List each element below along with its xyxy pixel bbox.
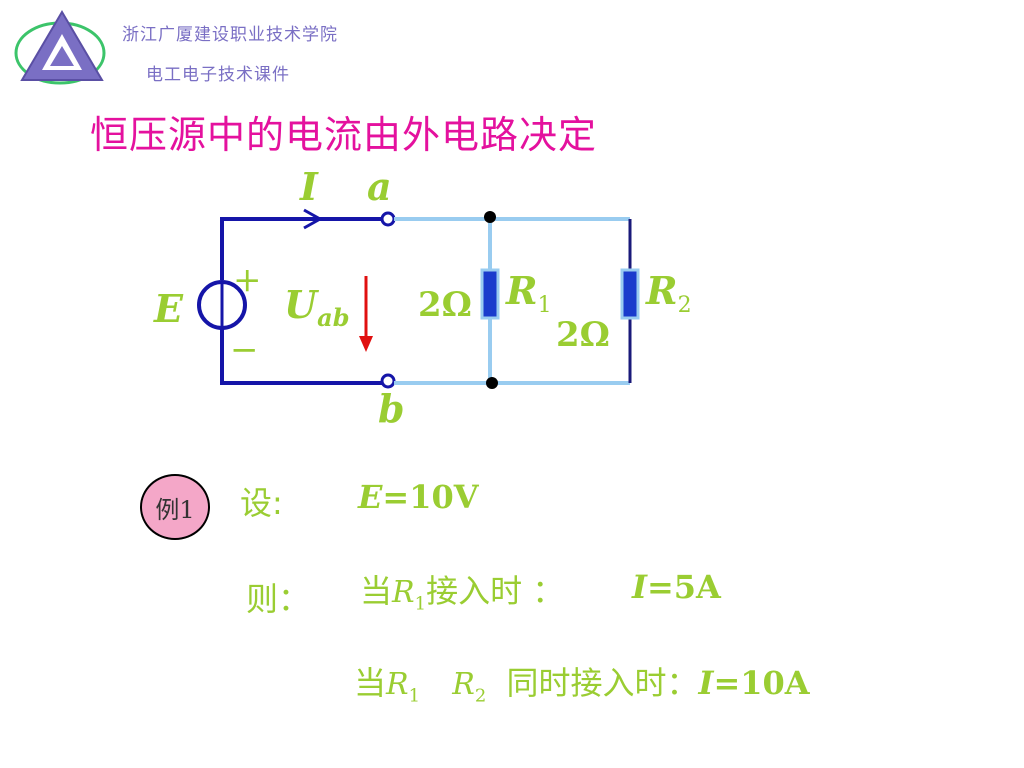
resistor-r2: [620, 268, 640, 320]
voltage-label: Uab: [284, 282, 349, 332]
current-arrow-icon: [303, 208, 324, 230]
r1-label: R1: [505, 268, 552, 318]
minus-sign: −: [230, 330, 259, 370]
given-equation: E=10V: [358, 478, 479, 516]
node-b-label: b: [378, 386, 405, 431]
school-logo-icon: [14, 10, 106, 85]
source-label: E: [153, 286, 184, 331]
resistor-r1: [480, 268, 500, 320]
node-a-label: a: [367, 164, 392, 209]
circuit-diagram: I a b E + − Uab R1 2Ω R2 2Ω: [153, 164, 692, 431]
school-name: 浙江广厦建设职业技术学院: [122, 25, 338, 45]
case1-line: 当R1接入时 ：: [360, 572, 565, 615]
then-label: 则：: [246, 580, 311, 618]
terminal-a: [380, 211, 396, 227]
source-wire-top: [220, 217, 383, 280]
course-name: 电工电子技术课件: [146, 65, 290, 85]
plus-sign: +: [233, 260, 262, 300]
current-label: I: [299, 164, 319, 209]
given-label: 设:: [240, 484, 283, 522]
r2-value: 2Ω: [556, 315, 610, 355]
case1-result: I=5A: [632, 568, 721, 606]
example-badge: 例1: [140, 474, 210, 540]
junction-bottom: [486, 377, 498, 389]
case2-line: 当R1 R2 同时接入时：I=10A: [354, 664, 810, 707]
page-title: 恒压源中的电流由外电路决定: [90, 113, 598, 157]
source-wire-bottom: [220, 328, 383, 385]
junction-top: [484, 211, 496, 223]
r2-label: R2: [645, 268, 692, 318]
r1-value: 2Ω: [418, 285, 472, 325]
